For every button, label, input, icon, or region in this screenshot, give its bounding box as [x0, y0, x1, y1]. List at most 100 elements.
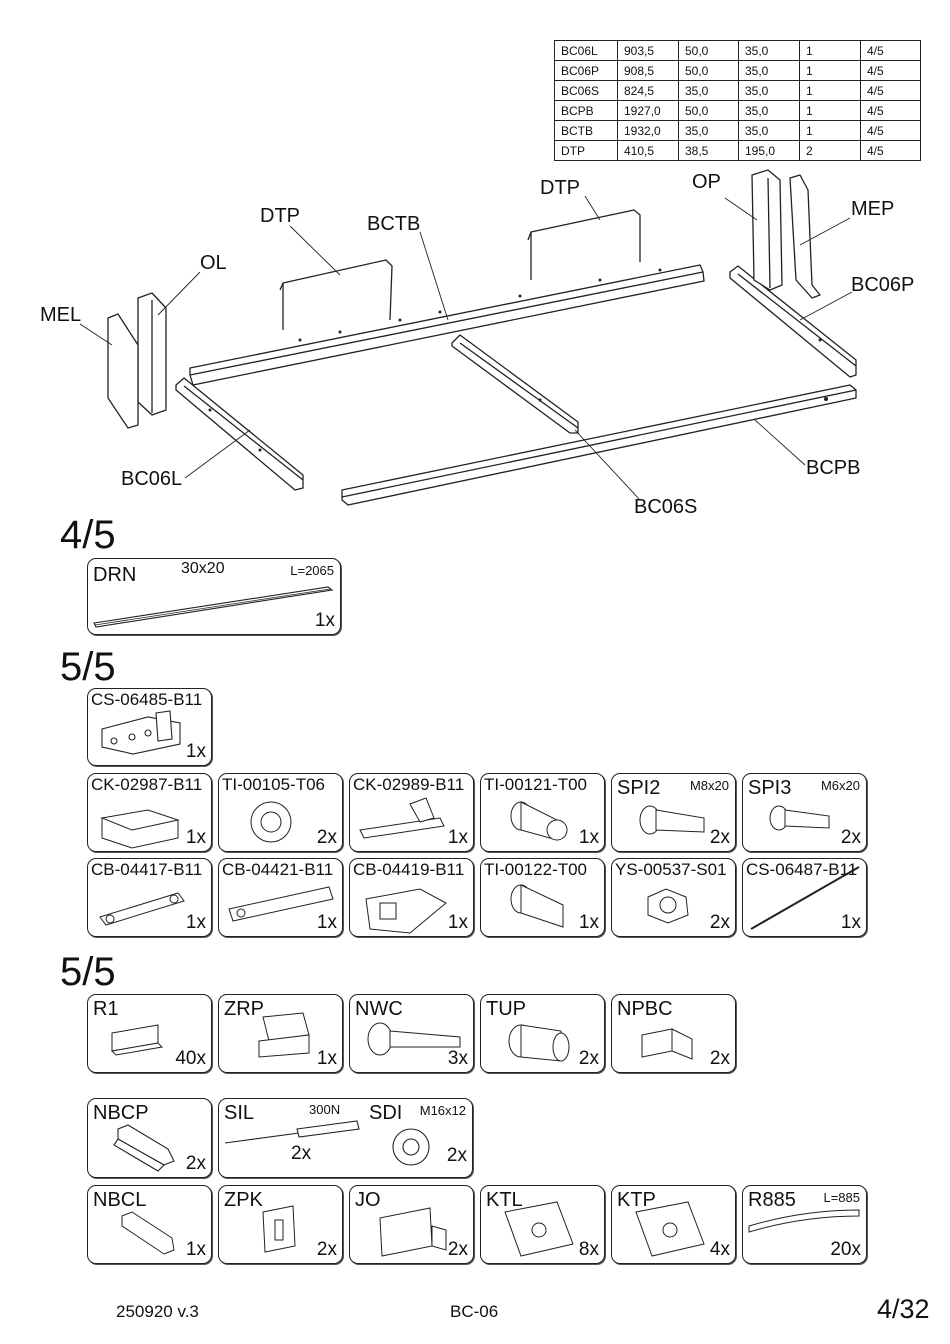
- part-icon: [504, 1201, 574, 1257]
- sil-qty: 2x: [291, 1143, 312, 1164]
- part-qty: 1x: [314, 610, 335, 631]
- part-card-nbcp: NBCP 2x: [87, 1098, 212, 1178]
- part-icon: [769, 805, 830, 831]
- part-spec: M8x20: [689, 778, 729, 793]
- dimensions-cell: BCTB: [554, 120, 618, 141]
- footer-model: BC-06: [450, 1302, 499, 1321]
- part-code: ZRP: [224, 998, 264, 1020]
- section-heading-1: 4/5: [60, 513, 116, 557]
- dimensions-cell: 50,0: [678, 40, 739, 61]
- part-icon: [228, 886, 334, 922]
- part-spec: M6x20: [820, 778, 860, 793]
- dimensions-cell: 903,5: [617, 40, 679, 61]
- nbcp-bracket-icon: [113, 1124, 175, 1172]
- part-icon: [258, 1012, 310, 1058]
- part-icon: [379, 1207, 447, 1257]
- part-icon: [748, 1209, 860, 1233]
- dimensions-cell: 1927,0: [617, 100, 679, 121]
- dimensions-cell: BC06P: [554, 60, 618, 81]
- frame-exploded-drawing: [79, 169, 857, 506]
- part-icon: [121, 1211, 175, 1255]
- part-code: SPI2: [617, 777, 661, 799]
- part-icon: [359, 797, 445, 839]
- section-heading-2: 5/5: [60, 645, 116, 689]
- dimensions-cell: 1: [799, 80, 861, 101]
- footer-version: 250920 v.3: [116, 1302, 199, 1321]
- bracket-icon: [101, 710, 181, 755]
- part-qty: 2x: [447, 1239, 468, 1260]
- dimensions-cell: 4/5: [860, 120, 921, 141]
- part-card-drn: DRN 30x20 L=2065 1x: [87, 558, 341, 635]
- callout-op: OP: [692, 171, 721, 193]
- dimensions-cell: BC06S: [554, 80, 618, 101]
- part-icon: [639, 805, 705, 835]
- part-icon: [635, 1201, 705, 1257]
- dimensions-cell: BCPB: [554, 100, 618, 121]
- part-qty: 4x: [709, 1239, 730, 1260]
- callout-bcpb: BCPB: [806, 457, 861, 479]
- dimensions-cell: 1932,0: [617, 120, 679, 141]
- callout-bc06s: BC06S: [634, 496, 698, 518]
- part-code: TUP: [486, 998, 526, 1020]
- part-code: KTL: [486, 1189, 523, 1211]
- part-code: NBCP: [93, 1102, 149, 1124]
- part-qty: 40x: [175, 1048, 206, 1069]
- dimensions-cell: 4/5: [860, 40, 921, 61]
- callout-bctb: BCTB: [367, 213, 421, 235]
- part-qty: 1x: [447, 827, 468, 848]
- dimensions-cell: 35,0: [738, 120, 800, 141]
- part-code: R1: [93, 998, 119, 1020]
- section-heading-3: 5/5: [60, 950, 116, 994]
- part-icon: [508, 1024, 570, 1062]
- part-icon: [100, 809, 180, 849]
- part-qty: 2x: [709, 1048, 730, 1069]
- part-code: CS-06485-B11: [91, 690, 203, 709]
- part-qty: 1x: [316, 912, 337, 933]
- part-size: 30x20: [181, 560, 225, 577]
- dimensions-cell: 824,5: [617, 80, 679, 101]
- callout-bc06p: BC06P: [851, 274, 915, 296]
- dimensions-cell: 2: [799, 140, 861, 161]
- part-code: R885: [748, 1189, 796, 1211]
- dimensions-cell: 38,5: [678, 140, 739, 161]
- dimensions-cell: 4/5: [860, 100, 921, 121]
- part-qty: 1x: [185, 912, 206, 933]
- part-qty: 2x: [185, 1153, 206, 1174]
- part-icon: [367, 1022, 461, 1056]
- part-card-cs-06485-b11: CS-06485-B11 1x: [87, 688, 212, 766]
- dimensions-cell: 35,0: [678, 120, 739, 141]
- part-code: CK-02987-B11: [91, 775, 203, 794]
- part-qty: 20x: [830, 1239, 861, 1260]
- dimensions-cell: 50,0: [678, 60, 739, 81]
- callout-bc06l: BC06L: [121, 468, 183, 490]
- drn-rail-icon: [93, 586, 334, 628]
- callout-dtp-left: DTP: [260, 205, 300, 227]
- part-code: JO: [355, 1189, 381, 1211]
- dimensions-cell: 1: [799, 100, 861, 121]
- callout-mep: MEP: [851, 198, 895, 220]
- part-icon: [110, 1024, 164, 1056]
- part-code: KTP: [617, 1189, 656, 1211]
- dimensions-cell: 35,0: [738, 60, 800, 81]
- part-code: ZPK: [224, 1189, 263, 1211]
- part-code: YS-00537-S01: [615, 860, 727, 879]
